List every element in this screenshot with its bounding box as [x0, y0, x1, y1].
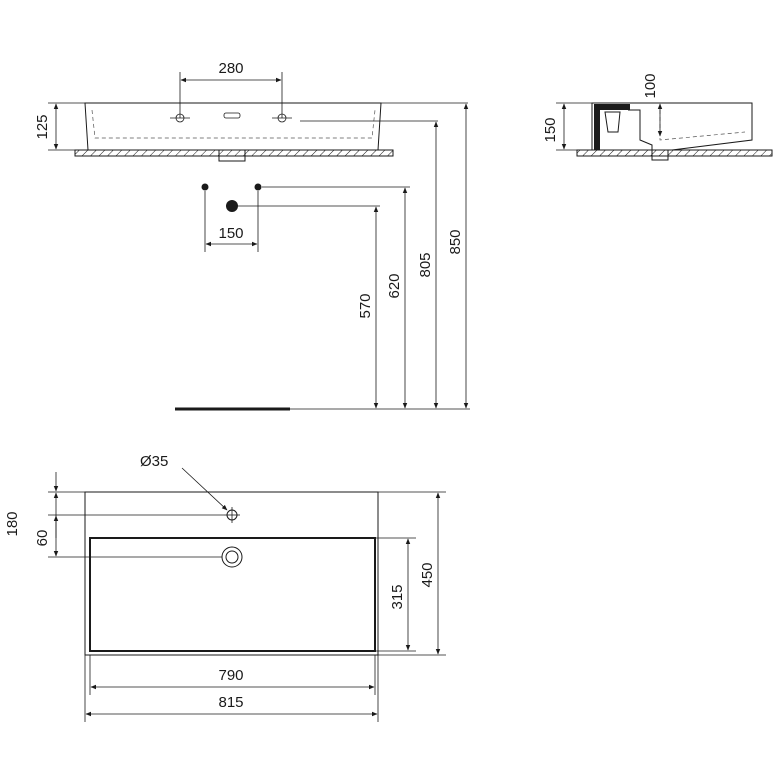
dim-label-280: 280	[218, 60, 243, 77]
dim-label-450: 450	[419, 562, 436, 587]
top-waste-hole	[221, 546, 243, 568]
side-basin-outline	[591, 102, 753, 151]
waste-point	[226, 200, 238, 212]
dim-label-180: 180	[4, 511, 21, 536]
side-tap-body	[594, 104, 630, 150]
top-bowl-outline	[89, 537, 376, 652]
dim-label-570: 570	[357, 293, 374, 318]
dim-label-diameter: Ø35	[140, 453, 168, 470]
dim-label-815: 815	[218, 694, 243, 711]
dim-label-805: 805	[417, 252, 434, 277]
dim-label-850: 850	[447, 229, 464, 254]
top-tap-hole	[224, 507, 240, 523]
top-basin-outline	[84, 491, 379, 656]
dim-label-150-spacing: 150	[218, 225, 243, 242]
side-counter-strip	[576, 149, 773, 157]
front-basin-inner-line	[91, 109, 376, 139]
front-counter-strip	[74, 149, 394, 157]
dim-label-150-height: 150	[542, 117, 559, 142]
top-plan-view: Ø35 180 60 315 450 790 815	[4, 453, 446, 722]
side-drain	[651, 149, 669, 161]
leader-diameter	[181, 467, 228, 511]
dim-label-315: 315	[389, 584, 406, 609]
front-elevation-view: 280 125 150 570 620 805 850	[34, 60, 470, 411]
supply-point-left	[201, 183, 209, 191]
side-elevation-view: 100 150	[542, 73, 773, 161]
dim-label-60: 60	[34, 530, 51, 547]
dim-label-620: 620	[386, 273, 403, 298]
front-overflow-slot	[223, 112, 241, 119]
dim-label-100: 100	[642, 73, 659, 98]
dim-label-790: 790	[218, 667, 243, 684]
dim-label-125: 125	[34, 114, 51, 139]
front-drain	[218, 149, 246, 162]
supply-point-right	[254, 183, 262, 191]
front-basin-outline	[84, 102, 382, 151]
